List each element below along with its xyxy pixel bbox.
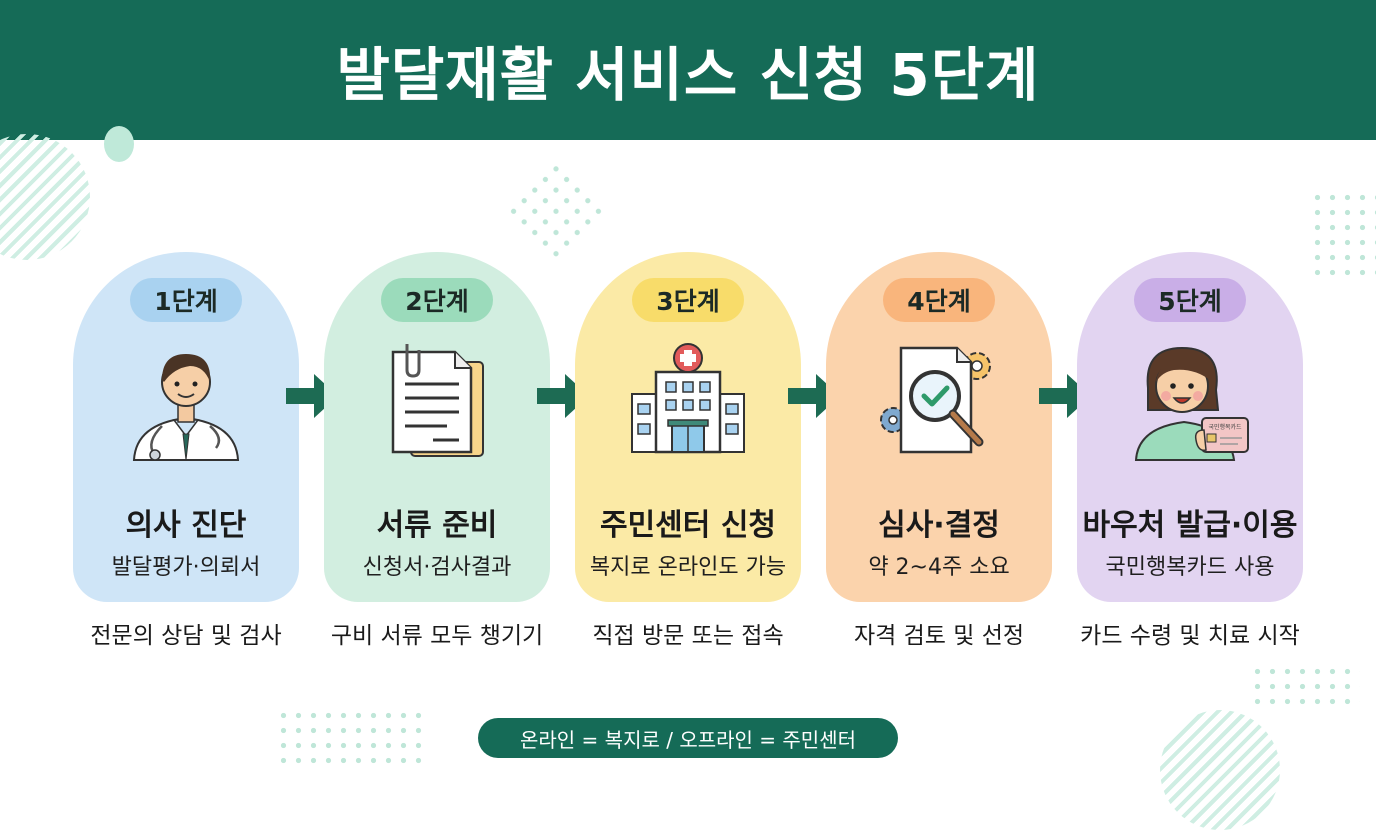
decor-dots-right (1310, 190, 1376, 284)
card-label: 국민행복카드 (1208, 423, 1242, 431)
building-icon (631, 343, 745, 454)
step-subtitle-1: 발달평가·의뢰서 (111, 555, 261, 580)
decor-striped-circle-right (1160, 710, 1280, 830)
footer-note: 온라인 = 복지로 / 오프라인 = 주민센터 (478, 718, 898, 758)
page-title: 발달재활 서비스 신청 5단계 (336, 41, 1040, 109)
step-title-3: 주민센터 신청 (599, 508, 777, 543)
card-holder-icon: 국민행복카드 (1134, 346, 1249, 461)
doctor-icon (132, 354, 240, 461)
decor-striped-circle-left (0, 134, 90, 260)
step-description-3: 직접 방문 또는 접속 (592, 623, 784, 649)
decor-dots-bottom-left (276, 708, 426, 768)
step-title-1: 의사 진단 (125, 508, 247, 543)
title-banner: 발달재활 서비스 신청 5단계 (0, 0, 1376, 140)
step-badge-2: 2단계 (381, 278, 493, 322)
step-title-2: 서류 준비 (376, 508, 498, 543)
step-badge-3: 3단계 (632, 278, 744, 322)
step-subtitle-2: 신청서·검사결과 (362, 555, 512, 580)
step-description-5: 카드 수령 및 치료 시작 (1080, 623, 1300, 649)
step-title-5: 바우처 발급·이용 (1082, 508, 1298, 543)
review-magnifier-icon (880, 346, 991, 454)
step-title-4: 심사·결정 (878, 508, 1000, 543)
step-subtitle-5: 국민행복카드 사용 (1105, 555, 1275, 580)
step-subtitle-4: 약 2~4주 소요 (868, 555, 1010, 580)
step-description-4: 자격 검토 및 선정 (853, 623, 1025, 649)
step-description-2: 구비 서류 모두 챙기기 (330, 623, 544, 649)
decor-dots-top (502, 158, 610, 266)
documents-icon (391, 344, 484, 457)
step-badge-1: 1단계 (130, 278, 242, 322)
step-badge-4: 4단계 (883, 278, 995, 322)
step-subtitle-3: 복지로 온라인도 가능 (589, 555, 787, 580)
decor-dots-bottom-right (1250, 664, 1360, 712)
decor-circle (104, 126, 134, 162)
step-badge-5: 5단계 (1134, 278, 1246, 322)
step-description-1: 전문의 상담 및 검사 (90, 623, 282, 649)
